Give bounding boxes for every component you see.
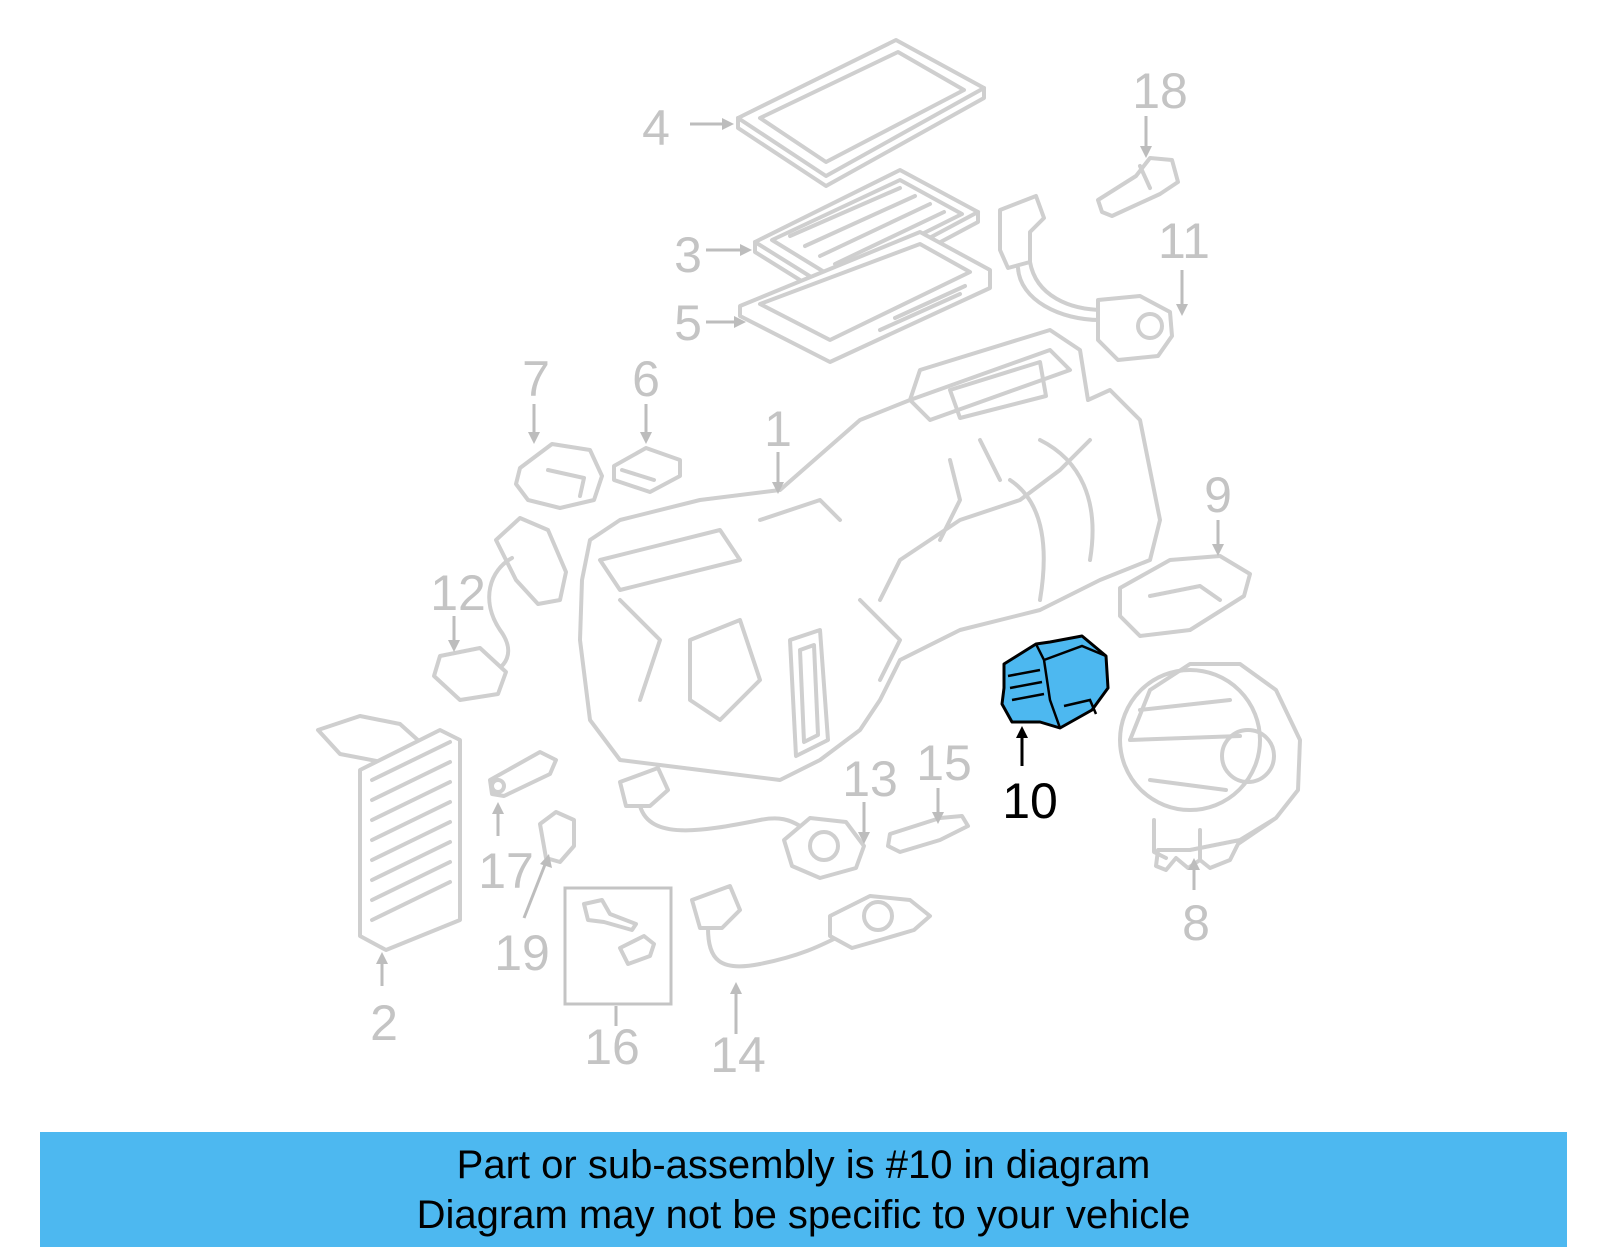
part-16-kit — [563, 886, 673, 1006]
callout-8: 8 — [1182, 895, 1210, 951]
callout-14: 14 — [710, 1027, 766, 1083]
callout-3: 3 — [674, 227, 702, 283]
callout-13: 13 — [842, 751, 898, 807]
callout-18: 18 — [1132, 63, 1188, 119]
callout-1: 1 — [764, 401, 792, 457]
part-8-blower-motor — [1118, 662, 1302, 872]
callout-17: 17 — [478, 843, 534, 899]
part-9 — [1118, 554, 1252, 638]
callout-4: 4 — [642, 100, 670, 156]
callout-16: 16 — [584, 1019, 640, 1075]
part-18-sensor — [1096, 156, 1180, 218]
callout-2: 2 — [370, 995, 398, 1051]
part-4-cover — [736, 38, 986, 188]
callout-11: 11 — [1158, 213, 1210, 269]
part-15 — [886, 814, 970, 854]
callout-9: 9 — [1204, 467, 1232, 523]
callout-labels: 4 3 5 18 11 7 6 1 12 9 10 15 13 17 19 8 … — [370, 63, 1232, 1083]
part-12-actuator — [432, 516, 568, 702]
part-1-hvac-housing — [578, 328, 1162, 782]
part-10-highlighted — [1000, 634, 1110, 730]
part-13-actuator — [618, 766, 866, 880]
banner-line-2: Diagram may not be specific to your vehi… — [416, 1193, 1191, 1237]
part-6 — [612, 446, 682, 494]
callout-12: 12 — [430, 565, 486, 621]
info-banner: Part or sub-assembly is #10 in diagram D… — [40, 1132, 1567, 1247]
callout-15: 15 — [916, 735, 972, 791]
part-11-actuator — [998, 194, 1174, 362]
banner-line-1: Part or sub-assembly is #10 in diagram — [456, 1143, 1151, 1187]
part-3-filter — [753, 168, 980, 302]
callout-arrows — [376, 116, 1224, 1034]
part-7 — [514, 442, 604, 510]
part-2-heater-core — [316, 714, 462, 952]
callout-10: 10 — [1002, 773, 1058, 829]
callout-19: 19 — [494, 925, 550, 981]
part-17 — [488, 750, 558, 798]
callout-7: 7 — [522, 351, 550, 407]
part-14-actuator — [690, 884, 932, 969]
callout-5: 5 — [674, 295, 702, 351]
part-19 — [538, 810, 576, 864]
part-5-housing — [738, 230, 992, 364]
callout-6: 6 — [632, 351, 660, 407]
